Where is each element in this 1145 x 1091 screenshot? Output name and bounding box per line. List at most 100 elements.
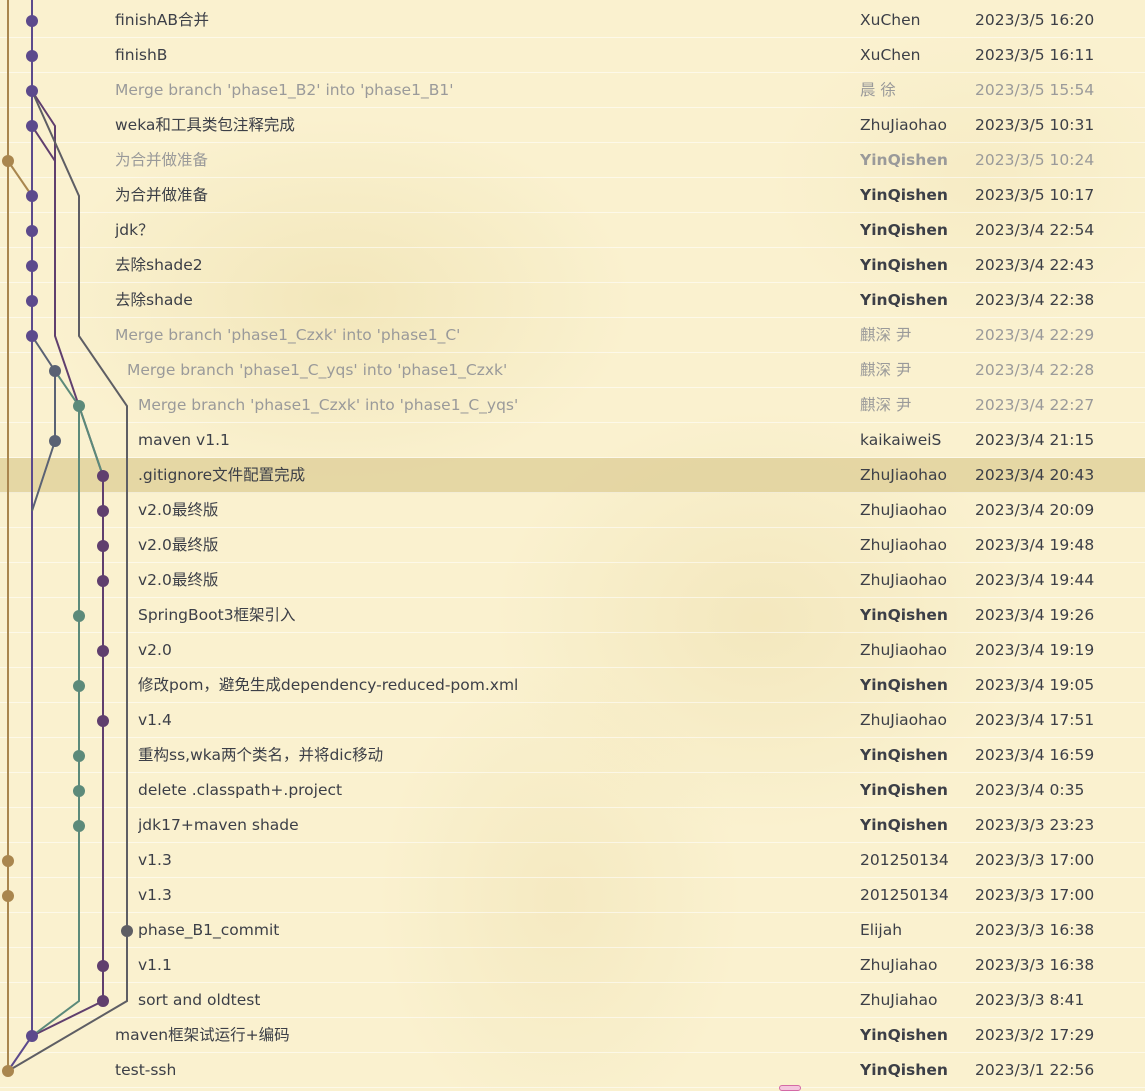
commit-date: 2023/3/5 16:20 [975, 11, 1095, 29]
commit-author: ZhuJiaohao [860, 116, 947, 134]
commit-row[interactable]: Merge branch 'phase1_B2' into 'phase1_B1… [0, 73, 1145, 108]
commit-node[interactable] [73, 820, 85, 832]
commit-node[interactable] [97, 540, 109, 552]
commit-date: 2023/3/4 22:38 [975, 291, 1095, 309]
commit-node[interactable] [97, 960, 109, 972]
commit-node[interactable] [26, 50, 38, 62]
commit-node[interactable] [49, 435, 61, 447]
commit-date: 2023/3/5 16:11 [975, 46, 1095, 64]
commit-message: 重构ss,wka两个类名，并将dic移动 [138, 746, 384, 764]
commit-message: test-ssh [115, 1061, 177, 1079]
commit-author: ZhuJiahao [860, 991, 938, 1009]
commit-node[interactable] [26, 15, 38, 27]
commit-row[interactable]: Merge branch 'phase1_C_yqs' into 'phase1… [0, 353, 1145, 388]
commit-author: ZhuJiaohao [860, 466, 947, 484]
commit-node[interactable] [73, 680, 85, 692]
commit-date: 2023/3/4 22:29 [975, 326, 1095, 344]
commit-node[interactable] [49, 365, 61, 377]
commit-row[interactable]: Merge branch 'phase1_Czxk' into 'phase1_… [0, 388, 1145, 423]
commit-node[interactable] [26, 295, 38, 307]
commit-message: Merge branch 'phase1_Czxk' into 'phase1_… [115, 326, 461, 344]
commit-node[interactable] [121, 925, 133, 937]
commit-graph [2, 0, 133, 1077]
commit-row[interactable]: Merge branch 'phase1_Czxk' into 'phase1_… [0, 318, 1145, 353]
commit-date: 2023/3/4 22:28 [975, 361, 1095, 379]
commit-node[interactable] [97, 715, 109, 727]
commit-date: 2023/3/4 20:43 [975, 466, 1095, 484]
commit-date: 2023/3/4 19:05 [975, 676, 1095, 694]
commit-node[interactable] [97, 505, 109, 517]
commit-node[interactable] [73, 400, 85, 412]
commit-node[interactable] [97, 470, 109, 482]
commit-node[interactable] [26, 260, 38, 272]
commit-message: 去除shade2 [115, 256, 203, 274]
commit-date: 2023/3/4 17:51 [975, 711, 1095, 729]
commit-node[interactable] [2, 155, 14, 167]
commit-author: ZhuJiaohao [860, 501, 947, 519]
commit-date: 2023/3/4 0:35 [975, 781, 1085, 799]
commit-message: SpringBoot3框架引入 [138, 606, 296, 624]
commit-author: YinQishen [860, 606, 948, 624]
commit-message: v2.0最终版 [138, 571, 219, 589]
commit-node[interactable] [26, 1030, 38, 1042]
commit-node[interactable] [73, 785, 85, 797]
commit-node[interactable] [73, 610, 85, 622]
commit-date: 2023/3/3 16:38 [975, 956, 1095, 974]
commit-node[interactable] [97, 995, 109, 1007]
commit-node[interactable] [2, 855, 14, 867]
commit-node[interactable] [97, 645, 109, 657]
commit-message: sort and oldtest [138, 991, 261, 1009]
commit-author: Elijah [860, 921, 903, 939]
commit-node[interactable] [26, 330, 38, 342]
commit-author: YinQishen [860, 1061, 948, 1079]
commit-node[interactable] [26, 225, 38, 237]
commit-message: delete .classpath+.project [138, 781, 343, 799]
commit-author: YinQishen [860, 746, 948, 764]
commit-row[interactable]: .gitignore文件配置完成 ZhuJiaohao 2023/3/4 20:43 [0, 458, 1145, 493]
commit-node[interactable] [26, 120, 38, 132]
commit-message: 为合并做准备 [115, 186, 209, 204]
commit-author: ZhuJiaohao [860, 711, 947, 729]
commit-node[interactable] [26, 190, 38, 202]
commit-message: weka和工具类包注释完成 [115, 116, 295, 134]
commit-author: YinQishen [860, 1026, 948, 1044]
commit-node[interactable] [73, 750, 85, 762]
commit-message: Merge branch 'phase1_C_yqs' into 'phase1… [127, 361, 508, 379]
commit-node[interactable] [2, 890, 14, 902]
commit-message: finishB [115, 46, 168, 64]
commit-message: maven v1.1 [138, 431, 230, 449]
commit-author: ZhuJiaohao [860, 571, 947, 589]
commit-message: v1.3 [138, 886, 172, 904]
commit-node[interactable] [97, 575, 109, 587]
commit-message: .gitignore文件配置完成 [138, 466, 306, 484]
graph-edge-plum-top [31, 90, 56, 161]
commit-node[interactable] [2, 1065, 14, 1077]
commit-node[interactable] [26, 85, 38, 97]
